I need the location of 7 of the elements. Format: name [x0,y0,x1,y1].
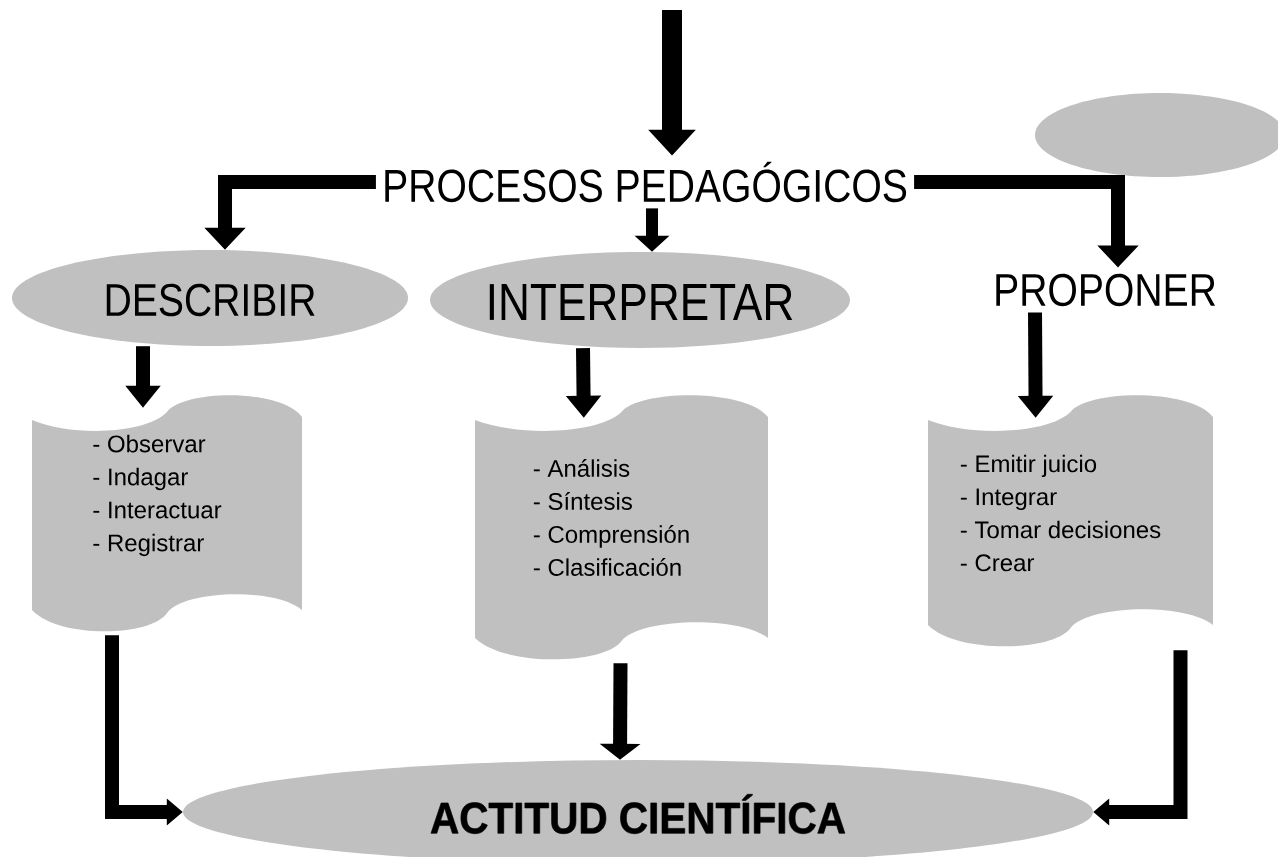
label-text: PROPONER [996,273,1216,307]
label-text: PROCESOS PEDAGÓGICOS [385,161,907,203]
tape-box: - Observar - Indagar - Interactuar - Registrar [32,395,302,632]
tape-box: - Emitir juicio - Integrar - Tomar decisiones - Crear [928,395,1213,647]
ellipse-label: INTERPRETAR [489,284,793,320]
tape-box: - Análisis - Síntesis - Comprensión - Clasificación [475,395,768,660]
ellipse-label: DESCRIBIR [106,283,315,317]
